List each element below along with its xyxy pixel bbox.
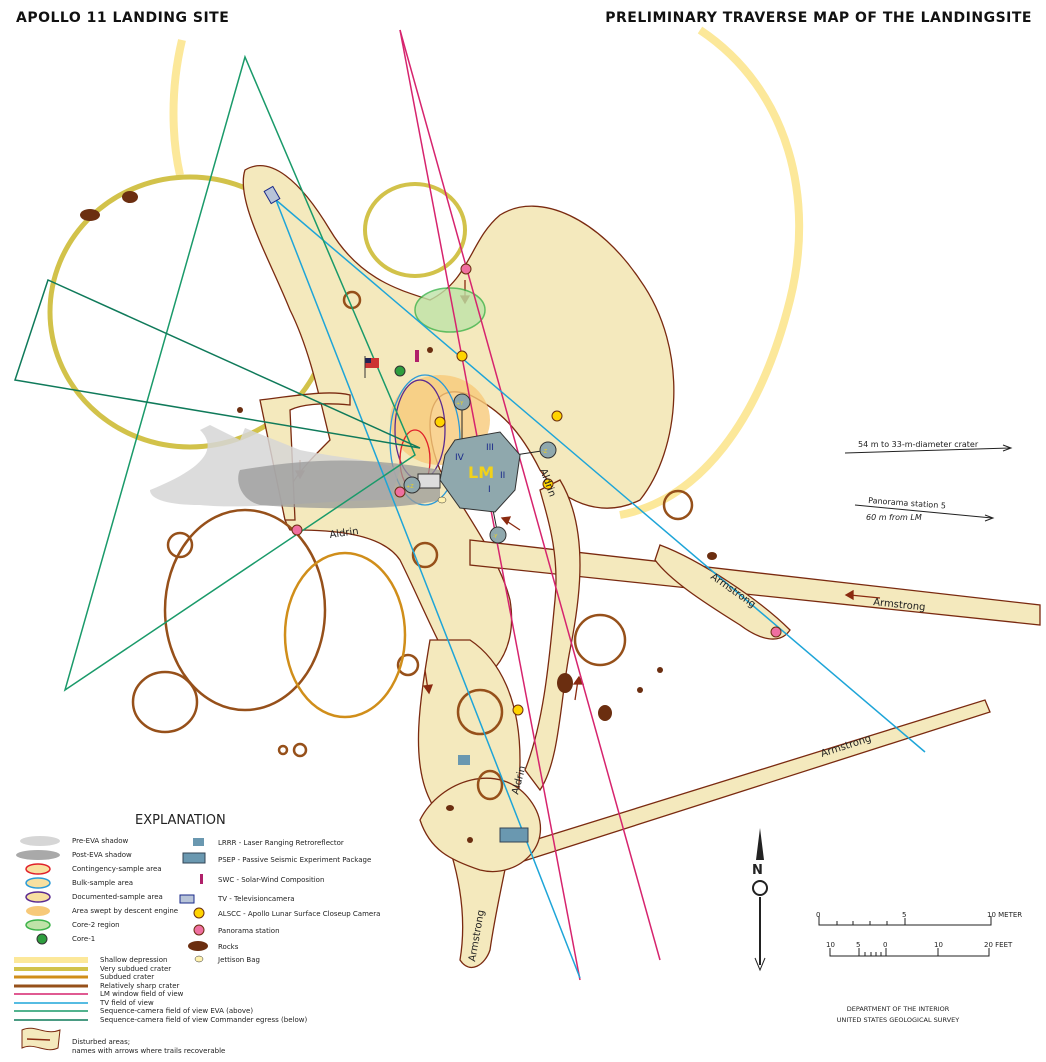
sequence-camera-fov-eva [63, 54, 416, 692]
panorama-stations [291, 263, 782, 638]
relatively-sharp-craters [131, 290, 694, 801]
panorama-note: Panorama station 5 [868, 496, 946, 510]
jettison-bag [437, 496, 447, 504]
lrrr-icon [458, 755, 470, 765]
lm-quadrant: III [486, 443, 494, 453]
legend-label: LRRR - Laser Ranging Retroreflector [218, 839, 344, 847]
legend-line-symbols [14, 957, 88, 1051]
scale-tick: 0 [816, 911, 820, 919]
shallow-depression [169, 39, 186, 176]
map-title: APOLLO 11 LANDING SITE [16, 10, 230, 26]
scale-tick: 20 FEET [984, 941, 1013, 949]
rocks [80, 191, 717, 843]
tv-field-of-view [275, 199, 926, 753]
lm-quadrant: I [488, 485, 491, 495]
legend-label: LM window field of view [100, 990, 184, 998]
disturbed-areas [242, 165, 1041, 969]
lunar-module: LM I II III IV +Y -Z -Y +Z [403, 393, 557, 544]
legend-label: PSEP - Passive Seismic Experiment Packag… [218, 856, 371, 864]
panorama-distance-note: 60 m from LM [866, 513, 922, 522]
subdued-crater [283, 551, 407, 719]
scale-tick: 5 [856, 941, 860, 949]
tv-field-of-view [275, 199, 581, 979]
swc-icon [415, 350, 419, 362]
flag-icon [364, 356, 379, 378]
legend-label: Pre-EVA shadow [72, 837, 129, 845]
footpad-label: +Z [406, 484, 414, 490]
ladder-icon [417, 473, 441, 489]
footpad-label: +Y [456, 401, 464, 407]
trail-label-armstrong: Armstrong [873, 597, 926, 613]
legend-label: Contingency-sample area [72, 865, 162, 873]
lm-label: LM [468, 463, 494, 482]
credit-line: UNITED STATES GEOLOGICAL SURVEY [837, 1016, 959, 1024]
legend-label: Relatively sharp crater [100, 982, 180, 990]
legend-label: Post-EVA shadow [72, 851, 132, 859]
footpads [403, 393, 557, 544]
footpad-label: -Z [542, 449, 548, 455]
legend-label: Panorama station [218, 927, 280, 935]
legend-right-symbols [179, 838, 208, 963]
scale-tick: 5 [902, 911, 906, 919]
legend-label: SWC - Solar-Wind Composition [218, 876, 324, 884]
legend-label: Sequence-camera field of view Commander … [100, 1016, 307, 1024]
legend-label: Core-2 region [72, 921, 120, 929]
scale-tick: 10 [934, 941, 943, 949]
shallow-depression-east [619, 26, 804, 519]
lm-quadrant: II [500, 471, 505, 481]
legend-label: Bulk-sample area [72, 879, 133, 887]
legend-label: Very subdued crater [100, 965, 171, 973]
psep-icon [499, 827, 529, 843]
map-subtitle: PRELIMINARY TRAVERSE MAP OF THE LANDINGS… [605, 10, 1032, 26]
legend-label: TV - Televisioncamera [217, 895, 295, 903]
legend-label: names with arrows where trails recoverab… [72, 1047, 225, 1055]
legend-label: Disturbed areas; [72, 1038, 130, 1046]
legend-label: Documented-sample area [72, 893, 163, 901]
credit-line: DEPARTMENT OF THE INTERIOR [847, 1005, 950, 1013]
legend-label: Jettison Bag [217, 956, 260, 964]
legend-label: Subdued crater [100, 973, 154, 981]
legend-left-symbols [16, 836, 60, 945]
legend-label: ALSCC - Apollo Lunar Surface Closeup Cam… [218, 910, 380, 918]
trail-label-aldrin: Aldrin [329, 526, 359, 541]
alscc-sites [434, 350, 563, 716]
footpad-label: -Y [493, 534, 498, 540]
core-2-region [414, 287, 486, 333]
core-1-site [394, 365, 406, 377]
scale-tick: 10 [826, 941, 835, 949]
crater-note: 54 m to 33-m-diameter crater [858, 440, 979, 449]
tv-camera-icon [263, 185, 281, 205]
legend-label: Shallow depression [100, 956, 167, 964]
scale-bar-meters [818, 916, 992, 926]
crater-direction-note: 54 m to 33-m-diameter crater [844, 440, 1013, 454]
panorama-5-note: Panorama station 5 60 m from LM [854, 496, 995, 522]
lm-window-field-of-view [399, 29, 661, 961]
legend-label: Sequence-camera field of view EVA (above… [100, 1007, 253, 1015]
sequence-camera-fov-egress [14, 278, 421, 449]
very-subdued-crater [363, 182, 467, 278]
scale-tick: 10 METER [987, 911, 1022, 919]
scale-bar-feet [829, 948, 990, 957]
north-label: N [752, 863, 763, 878]
legend-label: Area swept by descent engine [72, 907, 178, 915]
legend-title: EXPLANATION [135, 813, 226, 828]
scale-tick: 0 [883, 941, 887, 949]
lm-quadrant: IV [455, 453, 465, 463]
legend-label: Core-1 [72, 935, 95, 943]
legend-label: Rocks [218, 943, 239, 951]
north-arrow: N [752, 828, 768, 972]
legend-label: TV field of view [99, 999, 154, 1007]
